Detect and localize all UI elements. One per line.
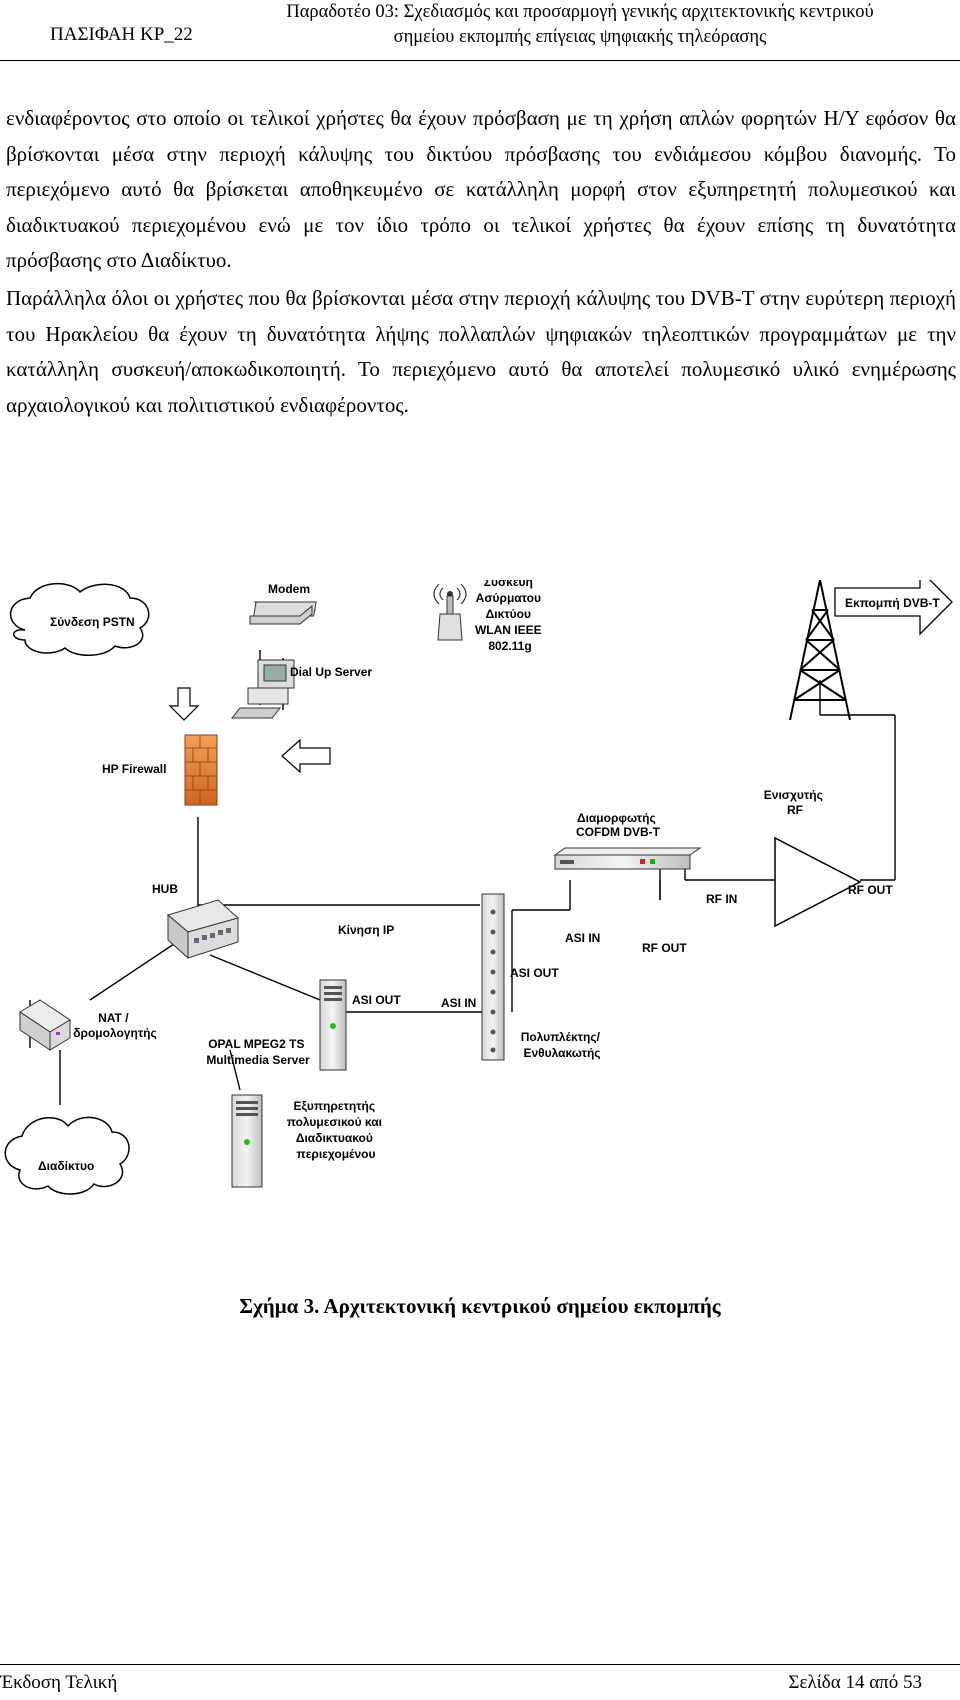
modulator-label-line-2: COFDM DVB-T: [576, 825, 661, 839]
page-header: ΠΑΣΙΦΑΗ ΚΡ_22 Παραδοτέο 03: Σχεδιασμός κ…: [0, 0, 960, 61]
wlan-label-line-3: Δικτύου: [486, 607, 531, 621]
dialup-pc-icon: [230, 659, 295, 719]
wlan-label-line-1: Συσκευή: [484, 580, 533, 589]
header-title-line-1: Παραδοτέο 03: Σχεδιασμός και προσαρμογή …: [286, 2, 874, 22]
body-paragraph-2: Παράλληλα όλοι οι χρήστες που θα βρίσκον…: [6, 286, 956, 417]
header-rule: [0, 60, 960, 61]
multiplexer-label: Πολυπλέκτης/ Ενθυλακωτής: [521, 1030, 604, 1060]
modulator-icon: [553, 847, 702, 870]
rf-in-label: RF IN: [706, 892, 737, 906]
amplifier-label-line-2: RF: [787, 803, 803, 817]
wlan-label-line-4: WLAN IEEE: [475, 623, 542, 637]
internet-label: Διαδίκτυο: [38, 1159, 94, 1173]
opal-label-line-2: Multimedia Server: [206, 1053, 310, 1067]
connection-lines: [29, 650, 896, 1105]
multiplexer-rack-icon: [481, 893, 505, 1061]
header-title-line-2: σημείου εκπομπής επίγειας ψηφιακής τηλεό…: [393, 27, 767, 47]
internet-cloud-icon: [4, 1116, 130, 1195]
footer-version: Έκδοση Τελική: [0, 1672, 118, 1693]
figure-caption: Σχήμα 3. Αρχιτεκτονική κεντρικού σημείου…: [239, 1294, 721, 1318]
wlan-antenna-icon: [433, 583, 467, 641]
header-project-code: ΠΑΣΙΦΑΗ ΚΡ_22: [50, 24, 193, 45]
amplifier-label: Ενισχυτής RF: [764, 788, 826, 817]
footer-page-number: Σελίδα 14 από 53: [788, 1672, 922, 1693]
asi-out-srv-label: ASI OUT: [352, 993, 401, 1007]
broadcast-label: Εκπομπή DVB-T: [845, 596, 940, 610]
firewall-label: HP Firewall: [102, 762, 166, 776]
down-arrow-icon: [168, 687, 200, 721]
wlan-label-line-5: 802.11g: [488, 639, 531, 653]
content-server-label-line-4: περιεχομένου: [297, 1147, 376, 1161]
footer-rule: [0, 1664, 960, 1665]
nat-label: NAT / δρομολογητής: [73, 1011, 157, 1040]
architecture-diagram-svg: Σύνδεση PSTN Modem Dial Up Server Συσκευ…: [4, 580, 953, 1195]
opal-label-line-1: OPAL MPEG2 TS: [208, 1037, 304, 1051]
firewall-icon: [184, 734, 218, 806]
opal-label: OPAL MPEG2 TS Multimedia Server: [206, 1037, 310, 1067]
asi-in-mux-label: ASI IN: [441, 996, 476, 1010]
content-server-label: Εξυπηρετητής πολυμεσικού και Διαδικτυακο…: [287, 1099, 386, 1161]
nat-router-icon: [19, 999, 71, 1051]
rf-amplifier-icon: [774, 836, 862, 928]
content-server-icon: [231, 1094, 263, 1188]
header-deliverable-title: Παραδοτέο 03: Σχεδιασμός και προσαρμογή …: [230, 0, 930, 50]
rf-out-amp-label: RF OUT: [848, 883, 893, 897]
architecture-diagram: Σύνδεση PSTN Modem Dial Up Server Συσκευ…: [0, 580, 960, 1240]
pstn-label: Σύνδεση PSTN: [50, 615, 135, 629]
wlan-label-line-2: Ασύρματου: [476, 591, 541, 605]
content-server-label-line-2: πολυμεσικού και: [287, 1115, 382, 1129]
content-server-label-line-3: Διαδικτυακού: [296, 1131, 373, 1145]
ip-traffic-label: Κίνηση IP: [338, 923, 394, 937]
asi-out-mux-label: ASI OUT: [510, 966, 559, 980]
wlan-label: Συσκευή Ασύρματου Δικτύου WLAN IEEE 802.…: [475, 580, 545, 653]
modulator-label-line-1: Διαμορφωτής: [577, 811, 656, 825]
transmission-tower-icon: [789, 580, 851, 721]
broadcast-arrow-icon: [834, 580, 953, 636]
modem-icon: [249, 601, 317, 625]
content-server-label-line-1: Εξυπηρετητής: [294, 1099, 376, 1113]
pstn-cloud-icon: [9, 582, 150, 656]
body-paragraph-1: ενδιαφέροντος στο οποίο οι τελικοί χρήστ…: [6, 106, 956, 272]
opal-server-icon: [319, 979, 347, 1071]
rf-out-mod-label: RF OUT: [642, 941, 687, 955]
modulator-label: Διαμορφωτής COFDM DVB-T: [576, 811, 661, 839]
dialup-label: Dial Up Server: [290, 665, 372, 679]
asi-in-mod-label: ASI IN: [565, 931, 600, 945]
hub-icon: [166, 899, 240, 960]
hub-label: HUB: [152, 882, 178, 896]
left-arrow-icon: [281, 738, 331, 774]
amplifier-label-line-1: Ενισχυτής: [764, 788, 823, 802]
modem-label: Modem: [268, 582, 310, 596]
nat-label-line-1: NAT /: [98, 1011, 129, 1025]
nat-label-line-2: δρομολογητής: [73, 1026, 157, 1040]
multiplexer-label-line-2: Ενθυλακωτής: [523, 1046, 600, 1060]
multiplexer-label-line-1: Πολυπλέκτης/: [521, 1030, 601, 1044]
